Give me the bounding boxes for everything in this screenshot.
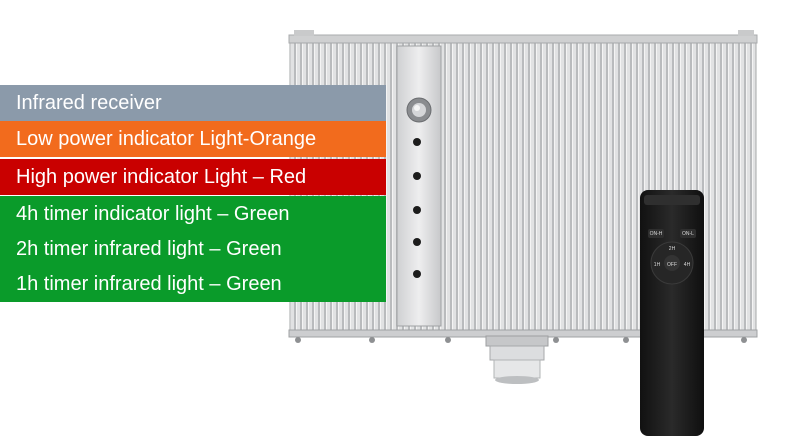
fiber-port-icon bbox=[485, 335, 549, 384]
remote-control: ON-H ON-L 2H 1H OFF 4H bbox=[640, 190, 704, 436]
remote-label-off: OFF bbox=[667, 262, 677, 268]
remote-label-on-h: ON-H bbox=[650, 231, 663, 237]
remote-button-icon bbox=[648, 229, 696, 285]
legend-row-2h-timer: 2h timer infrared light – Green bbox=[0, 231, 386, 267]
indicator-led-icon bbox=[413, 138, 421, 278]
remote-label-1h: 1H bbox=[654, 262, 661, 268]
remote-label-2h: 2H bbox=[669, 246, 676, 252]
indicator-panel bbox=[396, 45, 442, 327]
legend-row-4h-timer: 4h timer indicator light – Green bbox=[0, 196, 386, 232]
infrared-receiver-icon bbox=[406, 97, 432, 123]
legend-row-1h-timer: 1h timer infrared light – Green bbox=[0, 266, 386, 302]
legend-row-high-power: High power indicator Light – Red bbox=[0, 159, 386, 195]
legend-row-infrared-receiver: Infrared receiver bbox=[0, 85, 386, 121]
screw-icon bbox=[295, 337, 747, 343]
remote-label-4h: 4H bbox=[684, 262, 691, 268]
legend-row-low-power: Low power indicator Light-Orange bbox=[0, 121, 386, 157]
remote-label-on-l: ON-L bbox=[682, 231, 694, 237]
